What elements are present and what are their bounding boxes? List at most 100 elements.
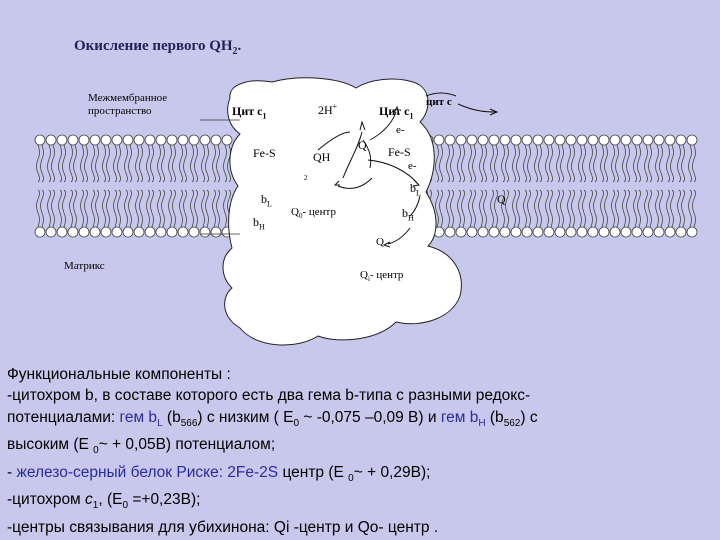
lipid-head [155, 226, 167, 238]
lipid-tail [450, 189, 454, 228]
lipid-tail [183, 144, 187, 183]
lipid-tail [168, 189, 172, 228]
lipid-tail [212, 144, 216, 183]
lipid-head [686, 226, 698, 238]
lipid-tail [556, 144, 560, 183]
electron-arrows [317, 92, 499, 248]
lipid-tail [666, 144, 670, 183]
lipid-tail [688, 189, 692, 228]
lipid-tail [593, 144, 597, 183]
lipid-tail [135, 189, 139, 228]
lipid-tail [534, 144, 538, 183]
lipid-head [587, 134, 599, 146]
lipid-head [444, 134, 456, 146]
lipid-tail [146, 144, 150, 183]
lipid-tail [692, 144, 696, 183]
lipid-tail [91, 144, 95, 183]
lipid-head [543, 134, 555, 146]
lipid-head [466, 134, 478, 146]
lipid-tail [571, 189, 575, 228]
matrix-label: Матрикс [64, 260, 105, 272]
lipid-tail [615, 189, 619, 228]
lipid-tail [212, 189, 216, 228]
qh-label: QН [313, 150, 331, 164]
lipid-head [67, 134, 79, 146]
lipid-tail [205, 189, 209, 228]
lipid-head [34, 226, 46, 238]
lipid-tail [571, 144, 575, 183]
lipid-head [466, 226, 478, 238]
lipid-head [133, 226, 145, 238]
lipid-tail [578, 144, 582, 183]
lipid-tail [161, 144, 165, 183]
lipid-tail [446, 144, 450, 183]
lipid-tail [157, 144, 161, 183]
lipid-tail [102, 144, 106, 183]
lipid-tail [58, 144, 62, 183]
lipid-tail [611, 144, 615, 183]
lipid-tail [461, 144, 465, 183]
lipid-head [477, 134, 489, 146]
lipid-tail [117, 144, 121, 183]
lipid-tail [117, 189, 121, 228]
lipid-tail [578, 189, 582, 228]
lipid-tail [626, 144, 630, 183]
lipid-head [664, 134, 676, 146]
lipid-tail [483, 144, 487, 183]
lipid-tail [135, 144, 139, 183]
lipid-tail [556, 189, 560, 228]
lipid-head [34, 134, 46, 146]
lipid-tail [538, 189, 542, 228]
fes-right-label: Fe-S [388, 145, 411, 159]
lipid-tail [560, 144, 564, 183]
lipid-head [89, 134, 101, 146]
lipid-tail [73, 189, 77, 228]
lipid-tail [604, 144, 608, 183]
description-line-7: -центры связывания для убихинона: Qi -це… [7, 518, 439, 536]
lipid-tail [468, 189, 472, 228]
lipid-tail [69, 144, 73, 183]
lipid-head [653, 134, 665, 146]
lipid-tail [194, 189, 198, 228]
lipid-head [100, 134, 112, 146]
lipid-head [664, 226, 676, 238]
lipid-head [188, 134, 200, 146]
lipid-head [565, 134, 577, 146]
lipid-tail [205, 144, 209, 183]
description-line-2: -цитохром b, в составе которого есть два… [7, 387, 531, 405]
lipid-tail [58, 189, 62, 228]
lipid-tail [666, 189, 670, 228]
lipid-head [598, 226, 610, 238]
lipid-head [499, 226, 511, 238]
description-text: Функциональные компоненты : -цитохром b,… [7, 364, 715, 538]
lipid-head [155, 134, 167, 146]
lipid-tail [91, 189, 95, 228]
lipid-tail [73, 144, 77, 183]
lipid-tail [523, 189, 527, 228]
lipid-tail [494, 144, 498, 183]
lipid-tail [435, 144, 439, 183]
lipid-tail [128, 144, 132, 183]
lipid-tail [80, 189, 84, 228]
q-top-label: Q [358, 138, 367, 152]
lipid-tail [457, 144, 461, 183]
lipid-head [122, 226, 134, 238]
lipid-head [433, 134, 445, 146]
lipid-tail [516, 144, 520, 183]
lipid-head [78, 134, 90, 146]
lipid-tail [161, 189, 165, 228]
lipid-tail [688, 144, 692, 183]
lipid-head [221, 134, 233, 146]
lipid-tail [36, 189, 40, 228]
lipid-tail [670, 144, 674, 183]
lipid-tail [47, 144, 51, 183]
lipid-head [144, 226, 156, 238]
lipid-tail [545, 144, 549, 183]
lipid-head [609, 134, 621, 146]
lipid-head [587, 226, 599, 238]
lipid-tail [223, 144, 227, 183]
lipid-tail [677, 189, 681, 228]
lipid-tail [512, 144, 516, 183]
lipid-head [56, 134, 68, 146]
lipid-tail [194, 144, 198, 183]
